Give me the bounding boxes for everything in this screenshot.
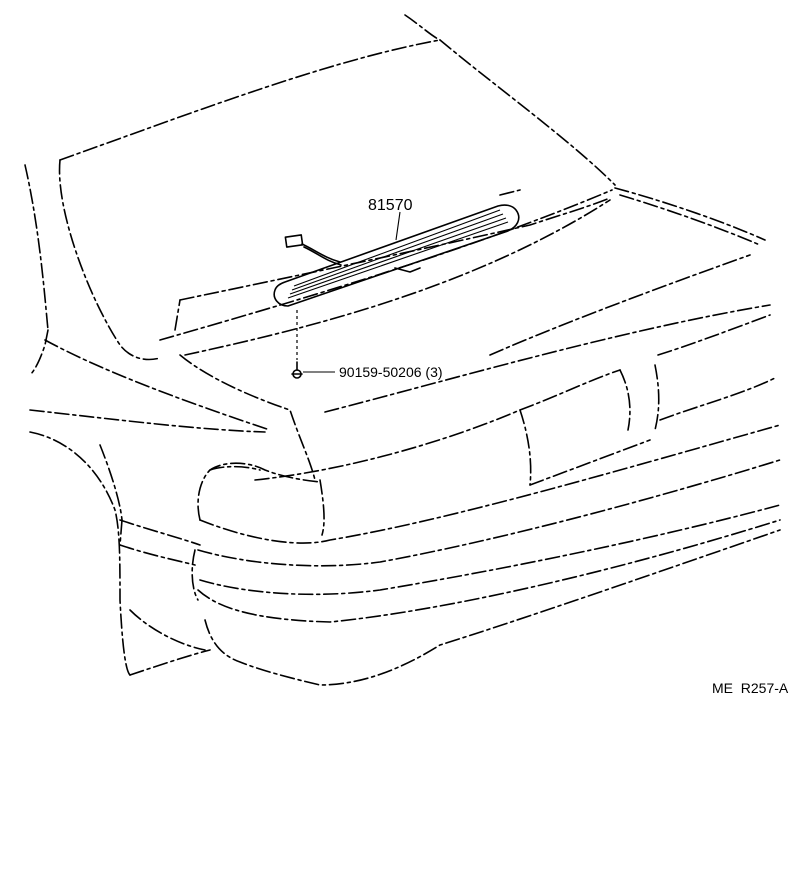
- screw-icon: [291, 310, 303, 379]
- lamp-leader-line: [395, 211, 401, 241]
- roof-outline: [24, 14, 616, 376]
- lamp-connector: [284, 234, 342, 266]
- trunk-lid: [179, 187, 771, 481]
- screw-part-number: 90159-50206 (3): [339, 364, 443, 380]
- drawing-code: ME R257-A: [712, 680, 789, 696]
- high-mount-stop-lamp: [273, 204, 520, 307]
- rear-bumper: [119, 459, 781, 686]
- lamp-part-number: 81570: [368, 197, 413, 214]
- left-side-body: [29, 339, 271, 676]
- rear-fascia: [197, 314, 781, 544]
- rear-window: [58, 159, 613, 361]
